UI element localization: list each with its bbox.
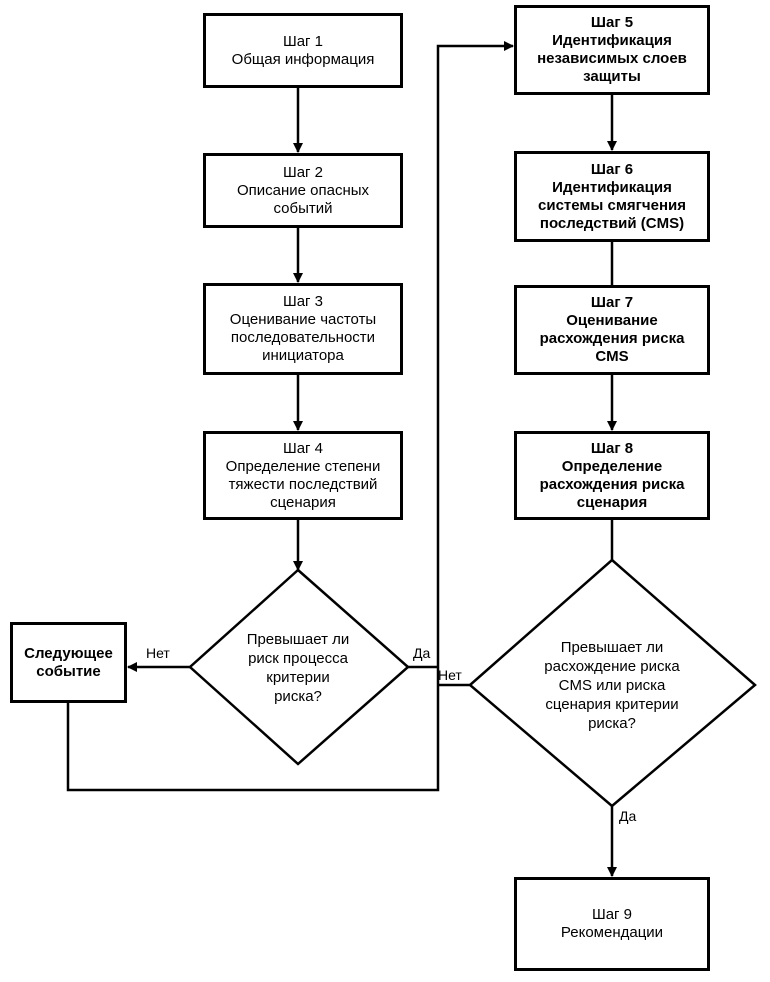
step-8-line-2: расхождения риска [539, 475, 685, 493]
decision-2-yes-label: Да [619, 808, 637, 824]
step-6-line-2: системы смягчения [538, 196, 686, 214]
step-6-line-3: последствий (CMS) [539, 214, 685, 232]
decision-2-line-1: Превышает ли [560, 638, 664, 656]
decision-1-yes-label: Да [413, 645, 431, 661]
step-5-line-1: Идентификация [552, 32, 672, 49]
step-1-box: Шаг 1 Общая информация [203, 13, 403, 88]
decision-1-diamond [188, 568, 410, 766]
decision-1-line-3: критерии [266, 669, 330, 686]
step-8-line-1: Определение [561, 457, 663, 475]
step-2-box: Шаг 2 Описание опасных событий [203, 153, 403, 228]
decision-1-no-label: Нет [146, 645, 170, 661]
step-6-box: Шаг 6 Идентификация системы смягчения по… [514, 151, 710, 242]
step-2-title: Шаг 2 [282, 163, 324, 181]
decision-1-line-2: риск процесса [248, 650, 348, 667]
next-event-line-2: событие [36, 662, 101, 680]
step-3-line-1: Оценивание частоты [229, 311, 377, 328]
step-5-box: Шаг 5 Идентификация независимых слоев за… [514, 5, 710, 95]
step-4-line-1: Определение степени [225, 457, 381, 475]
decision-1-line-4: риска? [274, 688, 322, 705]
decision-2-text: Превышает ли расхождение риска CMS или р… [515, 633, 709, 737]
step-3-line-3: инициатора [262, 347, 344, 364]
step-9-box: Шаг 9 Рекомендации [514, 877, 710, 971]
step-8-line-3: сценария [576, 493, 648, 511]
decision-2-line-2: расхождение риска [544, 657, 680, 675]
step-2-line-1: Описание опасных [236, 181, 370, 199]
step-7-line-1: Оценивание [566, 312, 658, 329]
step-7-title: Шаг 7 [590, 294, 634, 311]
step-3-box: Шаг 3 Оценивание частоты последовательно… [203, 283, 403, 375]
step-2-line-2: событий [273, 199, 333, 217]
decision-2-line-5: риска? [588, 714, 636, 732]
step-1-line-1: Общая информация [231, 50, 375, 68]
step-9-line-1: Рекомендации [560, 924, 664, 941]
step-7-line-2: расхождения риска [539, 330, 685, 347]
step-5-line-3: защиты [583, 68, 641, 85]
step-7-box: Шаг 7 Оценивание расхождения риска CMS [514, 285, 710, 375]
step-5-title: Шаг 5 [590, 14, 634, 31]
step-3-title: Шаг 3 [282, 293, 324, 310]
decision-2-no-label: Нет [438, 667, 462, 683]
step-7-line-3: CMS [595, 348, 629, 365]
step-6-line-1: Идентификация [552, 178, 672, 196]
step-6-title: Шаг 6 [590, 160, 634, 178]
next-event-box: Следующее событие [10, 622, 127, 703]
step-8-title: Шаг 8 [590, 439, 634, 457]
step-1-title: Шаг 1 [282, 32, 324, 50]
decision-1-line-1: Превышает ли [246, 631, 350, 648]
step-3-line-2: последовательности [230, 329, 376, 346]
step-4-title: Шаг 4 [282, 439, 324, 457]
loop-next-event-to-s5 [66, 41, 514, 792]
step-4-line-3: сценария [270, 493, 336, 511]
step-4-line-2: тяжести последствий [228, 475, 378, 493]
decision-2-line-4: сценария критерии [545, 695, 679, 713]
decision-1-text: Превышает ли риск процесса критерии риск… [222, 620, 374, 716]
decision-2-line-3: CMS или риска [558, 676, 666, 694]
step-5-line-2: независимых слоев [537, 50, 687, 67]
next-event-line-1: Следующее [24, 644, 113, 662]
step-8-box: Шаг 8 Определение расхождения риска сцен… [514, 431, 710, 520]
step-4-box: Шаг 4 Определение степени тяжести послед… [203, 431, 403, 520]
step-9-title: Шаг 9 [591, 906, 633, 923]
